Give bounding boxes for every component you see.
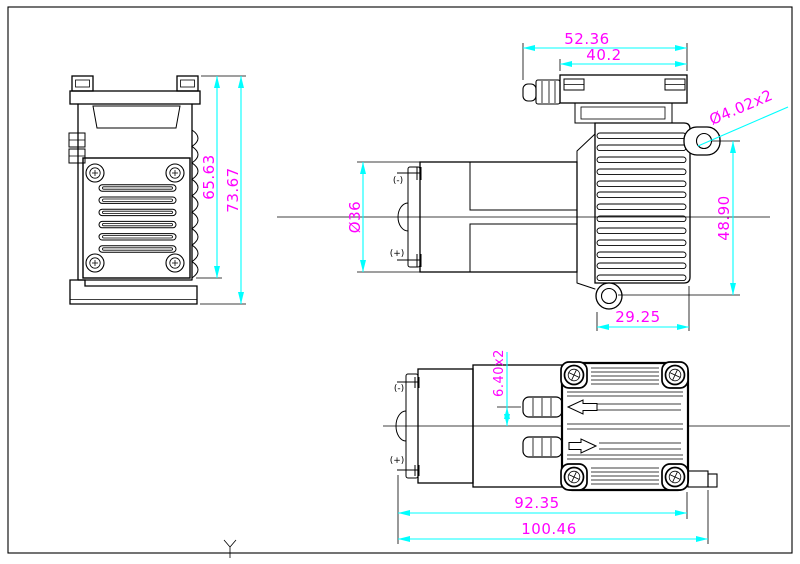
top-terminals: (-) (+) (390, 377, 420, 476)
side-bracket (576, 133, 596, 290)
side-pos-label: (+) (390, 249, 405, 259)
hole-leader-line (697, 106, 789, 147)
side-barb (522, 79, 561, 105)
front-screws (85, 163, 185, 273)
dim-height-total-label: 73.67 (224, 167, 242, 212)
front-base (69, 279, 198, 305)
dim-port-offset-label: 6.40x2 (492, 349, 507, 397)
top-barb-outlet (522, 436, 563, 458)
top-pump-head (560, 361, 690, 492)
flow-arrow-in (566, 399, 681, 415)
side-terminals: (-) (+) (390, 167, 422, 267)
side-fins (596, 132, 687, 282)
top-view: (-) (+) (383, 349, 790, 544)
side-cap (522, 74, 688, 124)
front-vent-panel (82, 157, 191, 279)
dim-width-cap-label: 40.2 (586, 46, 621, 64)
side-ear-bottom (595, 282, 623, 310)
front-ribbed-edge (191, 129, 199, 279)
dim-width-total-label: 52.36 (564, 30, 609, 48)
side-neg-label: (-) (393, 176, 403, 186)
dim-ear-offset-label: 29.25 (615, 308, 660, 326)
vent-slots (98, 184, 177, 253)
sheet-border (7, 6, 793, 558)
dim-body-len-label: 92.35 (514, 494, 559, 512)
dim-hole-span-label: 48.90 (715, 195, 733, 240)
side-pump-body (594, 122, 691, 284)
dim-motor-dia-label: Ø36 (346, 201, 364, 233)
top-pos-label: (+) (390, 456, 405, 466)
side-view: (-) (+) (277, 30, 789, 331)
top-neg-label: (-) (394, 384, 404, 394)
front-cap (69, 90, 201, 105)
top-motor-boss (395, 410, 407, 442)
dim-height-inner-label: 65.63 (200, 154, 218, 199)
flow-arrow-out (568, 438, 681, 454)
side-motor-boss (397, 202, 409, 232)
top-foot-tab (687, 470, 718, 488)
front-recess (92, 105, 181, 129)
dim-hole-dia-label: Ø4.02x2 (707, 86, 776, 129)
top-dimensions: 6.40x2 92.35 100.46 (397, 349, 709, 544)
front-dimensions: 65.63 73.67 (196, 75, 246, 305)
dim-total-len-label: 100.46 (521, 520, 577, 538)
front-terminal-tabs (68, 132, 86, 164)
head-ribs (567, 367, 683, 485)
front-view: 65.63 73.67 (68, 75, 246, 305)
center-mark (223, 539, 237, 558)
top-barb-inlet (522, 396, 563, 418)
